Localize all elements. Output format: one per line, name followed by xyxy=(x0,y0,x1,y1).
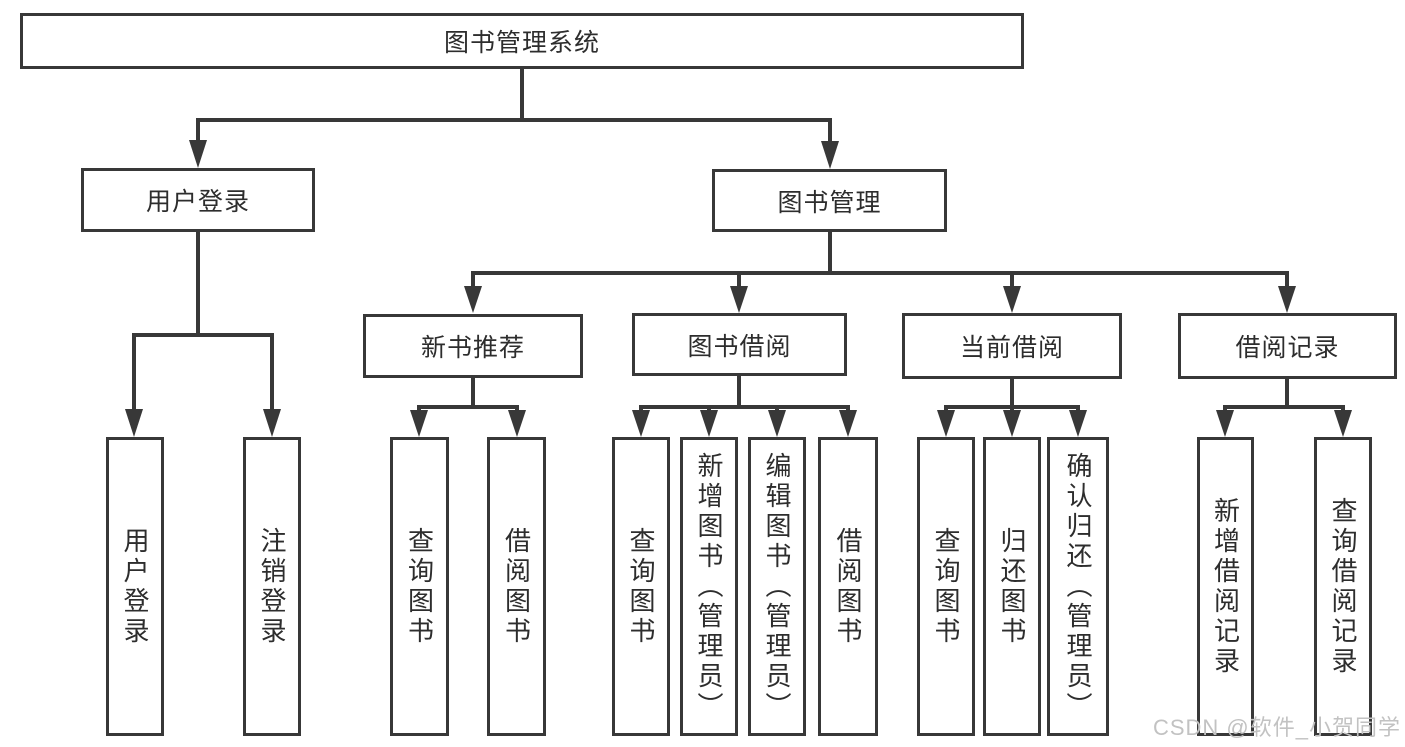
leaf-records-add-record-label: 新增借阅记录 xyxy=(1210,496,1241,677)
leaf-user-login-label: 用户登录 xyxy=(120,526,150,647)
leaf-records-add-record: 新增借阅记录 xyxy=(1197,437,1254,736)
leaf-borrowing-edit-books-admin: 编辑图书（管理员） xyxy=(748,437,806,736)
node-book-management-label: 图书管理 xyxy=(777,188,882,217)
node-book-borrowing: 图书借阅 xyxy=(632,313,847,376)
leaf-borrowing-borrow-books: 借阅图书 xyxy=(818,437,878,736)
leaf-newbook-query-books-label: 查询图书 xyxy=(404,526,435,647)
node-root: 图书管理系统 xyxy=(20,13,1024,69)
leaf-borrowing-query-books: 查询图书 xyxy=(612,437,670,736)
leaf-current-return-books: 归还图书 xyxy=(983,437,1041,736)
node-current-borrowing: 当前借阅 xyxy=(902,313,1122,379)
leaf-logout-label: 注销登录 xyxy=(257,526,287,647)
leaf-newbook-query-books: 查询图书 xyxy=(390,437,449,736)
leaf-borrowing-borrow-books-label: 借阅图书 xyxy=(833,526,863,647)
node-user-login-label: 用户登录 xyxy=(145,188,250,216)
leaf-records-query-record-label: 查询借阅记录 xyxy=(1328,496,1358,677)
node-new-book-recommend: 新书推荐 xyxy=(363,314,583,378)
leaf-logout: 注销登录 xyxy=(243,437,301,736)
node-root-label: 图书管理系统 xyxy=(443,29,600,57)
leaf-newbook-borrow-books-label: 借阅图书 xyxy=(501,526,532,647)
leaf-current-return-books-label: 归还图书 xyxy=(997,526,1027,647)
leaf-records-query-record: 查询借阅记录 xyxy=(1314,437,1372,736)
node-user-login: 用户登录 xyxy=(81,168,315,232)
leaf-borrowing-query-books-label: 查询图书 xyxy=(626,526,656,647)
node-borrowing-records-label: 借阅记录 xyxy=(1235,334,1340,362)
leaf-borrowing-add-books-admin: 新增图书（管理员） xyxy=(680,437,738,736)
node-current-borrowing-label: 当前借阅 xyxy=(959,334,1064,362)
node-new-book-recommend-label: 新书推荐 xyxy=(420,334,525,362)
leaf-current-confirm-return-admin: 确认归还（管理员） xyxy=(1047,437,1109,736)
leaf-borrowing-edit-books-admin-label: 编辑图书（管理员） xyxy=(762,451,792,722)
leaf-newbook-borrow-books: 借阅图书 xyxy=(487,437,546,736)
leaf-borrowing-add-books-admin-label: 新增图书（管理员） xyxy=(694,451,724,722)
leaf-current-query-books: 查询图书 xyxy=(917,437,975,736)
leaf-current-confirm-return-admin-label: 确认归还（管理员） xyxy=(1063,451,1093,722)
node-borrowing-records: 借阅记录 xyxy=(1178,313,1397,379)
node-book-management: 图书管理 xyxy=(712,169,947,232)
node-book-borrowing-label: 图书借阅 xyxy=(687,332,792,361)
leaf-current-query-books-label: 查询图书 xyxy=(931,526,961,647)
leaf-user-login: 用户登录 xyxy=(106,437,164,736)
watermark: CSDN @软件_小贺同学 xyxy=(1152,715,1401,740)
